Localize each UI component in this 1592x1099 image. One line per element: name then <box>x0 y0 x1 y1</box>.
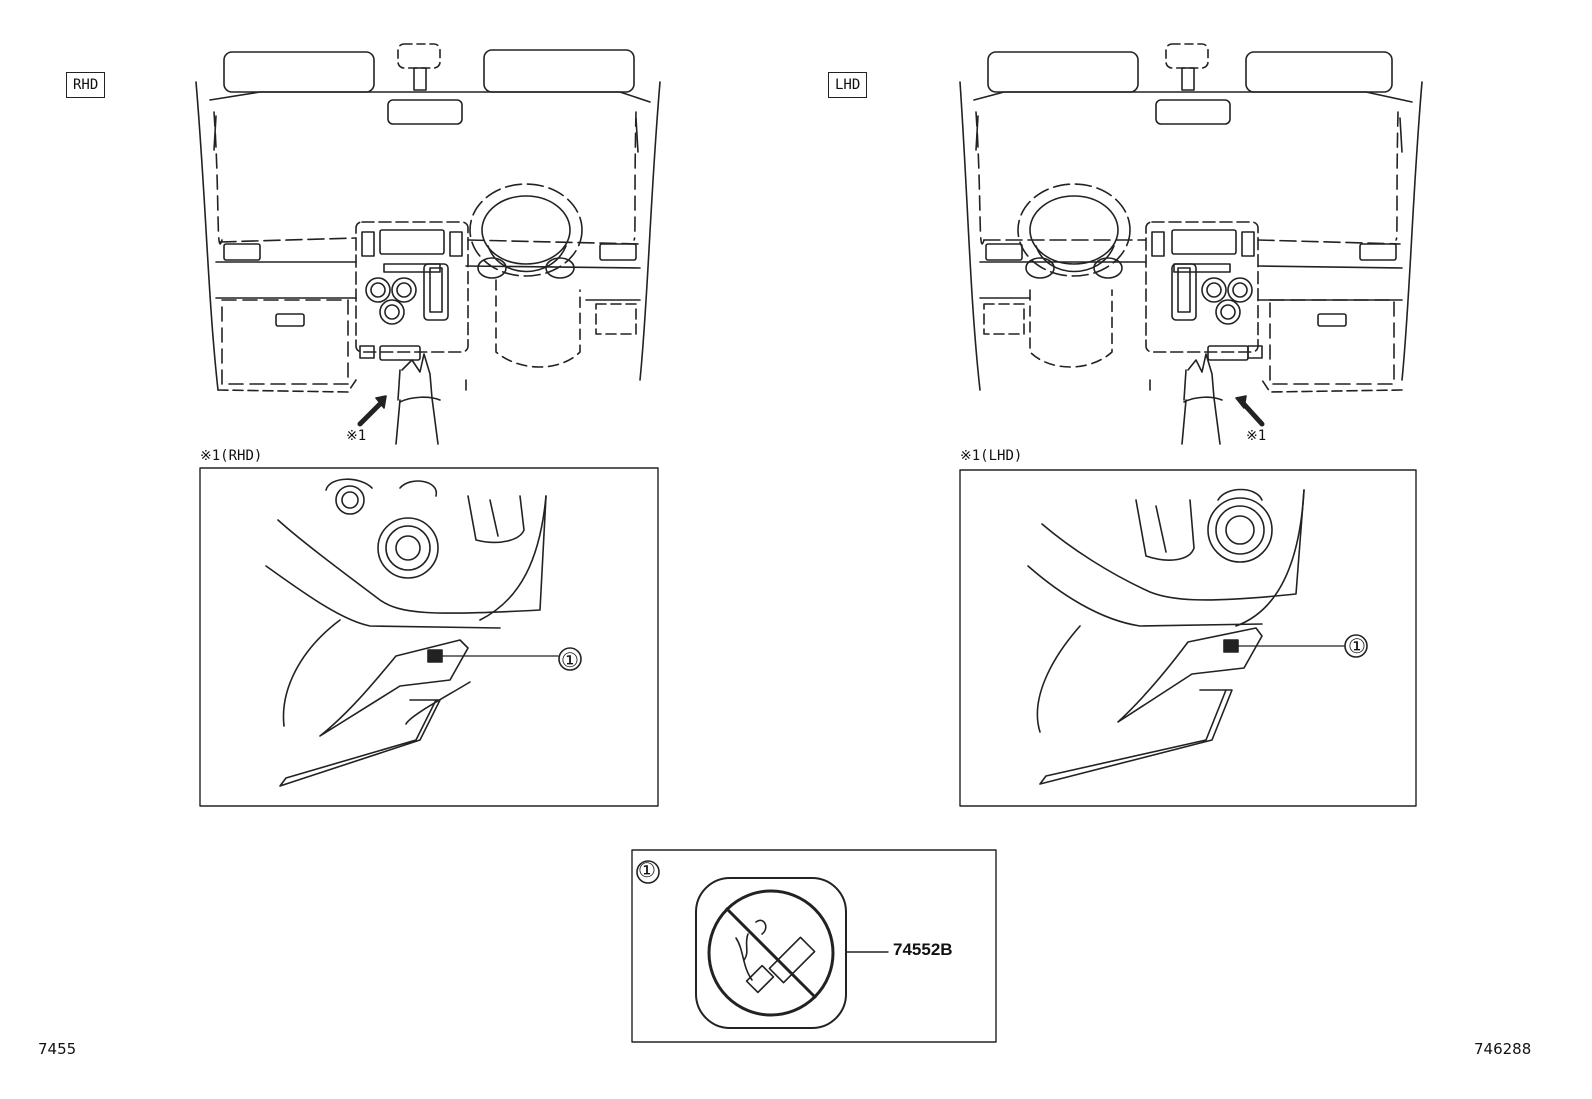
lhd-detail-caption: ※1(LHD) <box>960 448 1023 464</box>
label-part-number: 74552B <box>893 940 953 959</box>
rhd-detail-view <box>199 467 659 807</box>
no-smoking-label-icon <box>707 889 835 1017</box>
lhd-detail-view <box>959 469 1417 807</box>
lhd-callout: ※1 <box>1246 428 1267 444</box>
rhd-tag: RHD <box>66 72 106 98</box>
lhd-tag: LHD <box>828 72 868 98</box>
rhd-detail-caption: ※1(RHD) <box>200 448 263 464</box>
rhd-callout: ※1 <box>346 428 367 444</box>
footer-left-code: 7455 <box>38 1040 77 1058</box>
footer-right-code: 746288 <box>1474 1040 1532 1058</box>
rhd-item-marker: ① <box>561 648 579 672</box>
lhd-item-marker: ① <box>1348 634 1366 658</box>
rhd-dashboard-illustration <box>195 43 661 445</box>
lhd-dashboard-illustration <box>959 43 1423 445</box>
label-item-marker: ① <box>638 858 656 882</box>
label-detail-view <box>631 849 997 1043</box>
